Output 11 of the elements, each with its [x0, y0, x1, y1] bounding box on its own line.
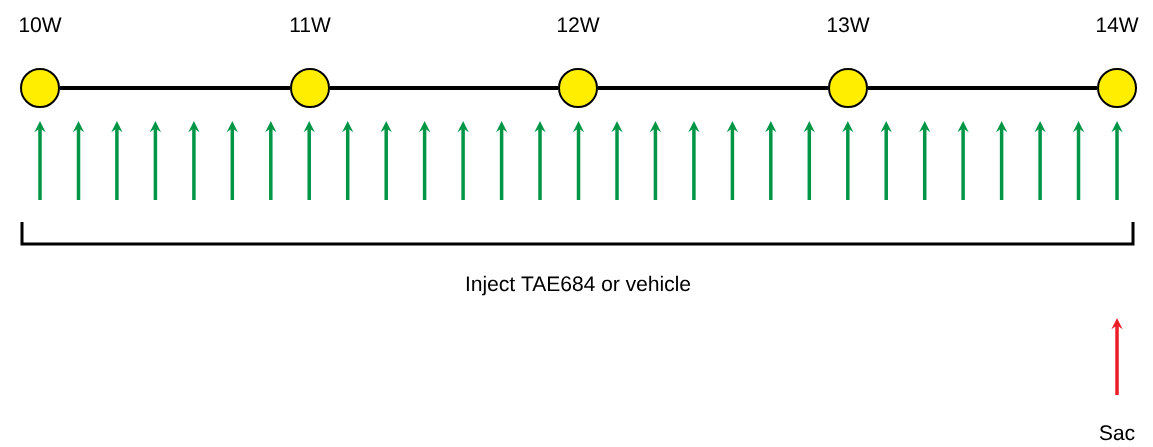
week-label: 13W [828, 17, 870, 33]
timeline-line [330, 86, 558, 90]
week-label: 10W [20, 17, 62, 33]
week-label: 11W [290, 17, 331, 32]
week-label: 14W [1097, 17, 1139, 32]
week-label: 12W [558, 17, 600, 32]
timeline-line [60, 86, 290, 90]
timeline-line [868, 86, 1097, 90]
annotation-text: Inject TAE684 or vehicle [466, 275, 691, 296]
timeline-line [598, 86, 828, 90]
annotation-text: Sac [1099, 425, 1135, 441]
